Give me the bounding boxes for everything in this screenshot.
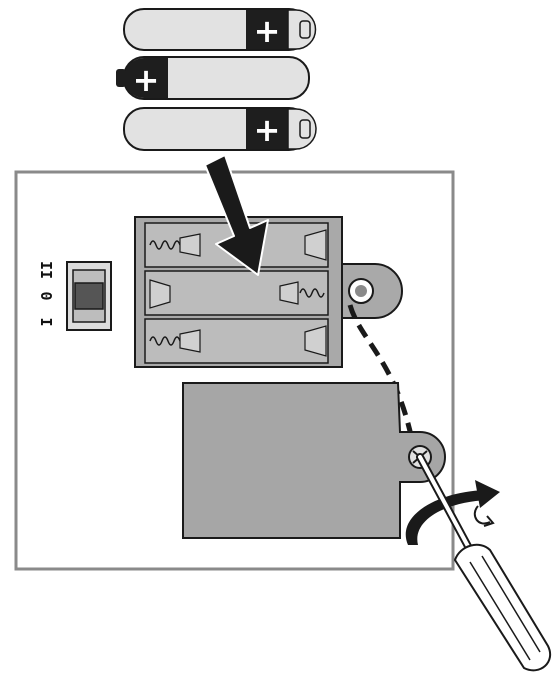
- battery-middle: +: [116, 56, 310, 100]
- insert-arrow: [204, 154, 269, 276]
- switch-position-labels: I 0 II: [38, 261, 56, 327]
- screwdriver: [416, 453, 551, 672]
- switch-label-position-0: 0: [38, 291, 56, 300]
- switch-slider[interactable]: [74, 282, 104, 310]
- battery-slot: [144, 318, 329, 364]
- power-switch[interactable]: [66, 261, 112, 331]
- plus-sign: +: [254, 12, 281, 50]
- switch-label-position-2: II: [38, 261, 56, 279]
- plus-sign: +: [254, 111, 281, 149]
- plus-sign: +: [133, 61, 160, 99]
- alignment-dashed-line: [347, 304, 415, 441]
- switch-label-position-1: I: [38, 317, 56, 326]
- battery-bottom: +: [123, 107, 317, 151]
- battery-cover[interactable]: [182, 382, 446, 539]
- battery-top: +: [123, 8, 317, 51]
